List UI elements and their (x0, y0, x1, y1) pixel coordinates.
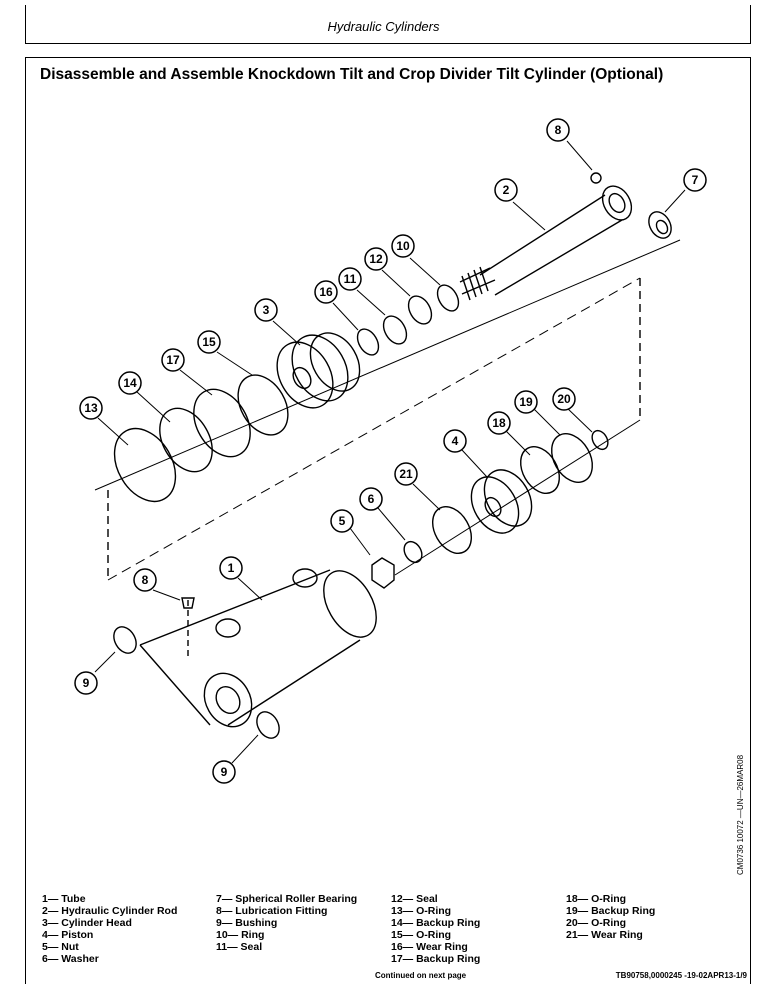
callout-12: 12 (369, 252, 383, 266)
legend-item: 17— Backup Ring (391, 953, 481, 965)
callout-10: 10 (396, 239, 410, 253)
content-frame (25, 57, 751, 984)
section-title: Disassemble and Assemble Knockdown Tilt … (40, 66, 664, 83)
callout-19: 19 (519, 395, 533, 409)
legend-item: 20— O-Ring (566, 917, 627, 929)
callout-15: 15 (202, 335, 216, 349)
callout-9-left: 9 (83, 676, 90, 690)
callout-21: 21 (399, 467, 413, 481)
legend-item: 2— Hydraulic Cylinder Rod (42, 905, 178, 917)
legend-column-2: 7— Spherical Roller Bearing 8— Lubricati… (216, 893, 357, 953)
callout-18: 18 (492, 416, 506, 430)
callout-2: 2 (503, 183, 510, 197)
figure-code: CM0736 10072 —UN—26MAR08 (736, 754, 745, 875)
legend-item: 21— Wear Ring (566, 929, 643, 941)
legend-item: 13— O-Ring (391, 905, 452, 917)
callout-17: 17 (166, 353, 180, 367)
callout-7: 7 (692, 173, 699, 187)
legend-item: 8— Lubrication Fitting (216, 905, 328, 917)
legend-item: 1— Tube (42, 893, 86, 905)
legend-item: 10— Ring (216, 929, 265, 941)
callout-5: 5 (339, 514, 346, 528)
legend-item: 3— Cylinder Head (42, 917, 132, 929)
legend-item: 18— O-Ring (566, 893, 627, 905)
legend-item: 16— Wear Ring (391, 941, 468, 953)
callout-6: 6 (368, 492, 375, 506)
legend-item: 19— Backup Ring (566, 905, 656, 917)
callout-11: 11 (344, 272, 357, 286)
legend-item: 9— Bushing (216, 917, 278, 929)
legend-column-4: 18— O-Ring 19— Backup Ring 20— O-Ring 21… (566, 893, 655, 941)
legend-column-3: 12— Seal 13— O-Ring 14— Backup Ring 15— … (391, 893, 480, 965)
callout-13: 13 (84, 401, 98, 415)
callout-14: 14 (123, 376, 137, 390)
legend-item: 15— O-Ring (391, 929, 452, 941)
callout-3: 3 (263, 303, 270, 317)
callout-20: 20 (557, 392, 571, 406)
legend-column-1: 1— Tube 2— Hydraulic Cylinder Rod 3— Cyl… (42, 893, 177, 965)
callout-8-bottom: 8 (142, 573, 149, 587)
callout-16: 16 (319, 285, 333, 299)
legend-item: 5— Nut (42, 941, 79, 953)
legend-item: 4— Piston (42, 929, 94, 941)
document-reference: TB90758,0000245 -19-02APR13-1/9 (615, 971, 747, 980)
callout-8-top: 8 (555, 123, 562, 137)
legend-item: 7— Spherical Roller Bearing (216, 893, 358, 905)
legend-item: 12— Seal (391, 893, 438, 905)
page-header (25, 5, 751, 44)
continued-note: Continued on next page (375, 971, 467, 980)
legend-item: 14— Backup Ring (391, 917, 481, 929)
callout-9-bottom: 9 (221, 765, 228, 779)
callout-4: 4 (452, 434, 459, 448)
legend-item: 11— Seal (216, 941, 263, 953)
callout-1: 1 (228, 561, 235, 575)
legend-item: 6— Washer (42, 953, 99, 965)
page-header-title: Hydraulic Cylinders (327, 19, 440, 34)
